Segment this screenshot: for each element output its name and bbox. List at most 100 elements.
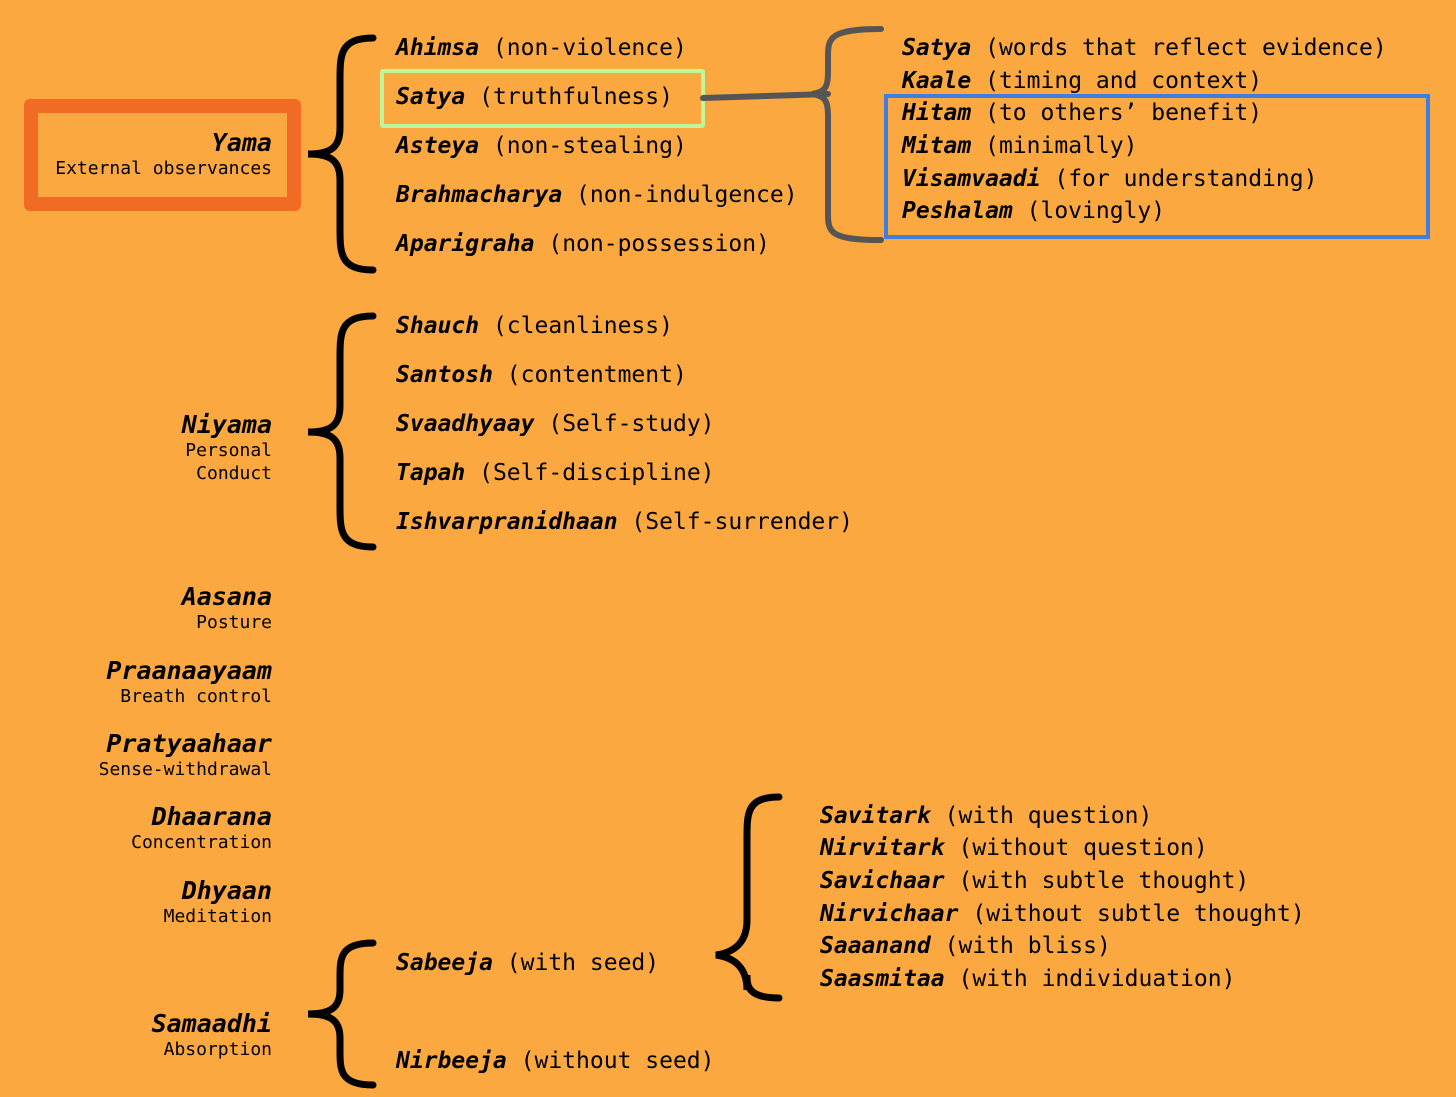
niyama-item: Ishvarpranidhaan (Self-surrender) [396, 508, 853, 537]
limb-name: Dhyaan [181, 876, 272, 905]
satya-subset-highlight-box [884, 94, 1430, 239]
limb-samaadhi: Samaadhi Absorption [152, 1009, 272, 1061]
yama-highlight-box [24, 99, 301, 211]
item-meaning: (with bliss) [944, 933, 1111, 959]
limb-name: Pratyaahaar [106, 729, 272, 758]
limb-dhyaan: Dhyaan Meditation [164, 876, 272, 928]
satya-connector [700, 91, 831, 101]
yama-item: Ahimsa (non-violence) [396, 34, 687, 63]
satya-item: Mitam (minimally) [902, 132, 1137, 161]
yama-item: Aparigraha (non-possession) [396, 230, 770, 259]
item-term: Tapah [396, 460, 466, 486]
item-term: Sabeeja [396, 950, 493, 976]
item-term: Savitark [820, 803, 931, 829]
limb-description: External observances [55, 158, 272, 179]
niyama-item: Shauch (cleanliness) [396, 312, 673, 341]
limb-description: Concentration [131, 832, 272, 853]
item-meaning: (non-stealing) [492, 133, 687, 159]
niyama-item: Santosh (contentment) [396, 361, 687, 390]
item-term: Svaadhyaay [396, 411, 535, 437]
item-term: Asteya [396, 133, 480, 159]
item-meaning: (Self-discipline) [479, 460, 715, 486]
item-term: Kaale [902, 68, 972, 94]
item-meaning: (words that reflect evidence) [985, 35, 1387, 61]
item-term: Shauch [396, 313, 480, 339]
yama-brace [307, 34, 377, 274]
sabeeja-item: Savitark (with question) [820, 802, 1152, 831]
sabeeja-item: Nirvitark (without question) [820, 834, 1208, 863]
niyama-item: Svaadhyaay (Self-study) [396, 410, 715, 439]
item-term: Aparigraha [396, 231, 535, 257]
item-term: Nirvitark [820, 835, 945, 861]
item-term: Saasmitaa [820, 966, 945, 992]
item-term: Visamvaadi [902, 166, 1041, 192]
sabeeja-brace [715, 793, 783, 1002]
item-term: Nirvichaar [820, 901, 959, 927]
satya-item: Visamvaadi (for understanding) [902, 165, 1317, 194]
item-meaning: (lovingly) [1026, 198, 1166, 224]
samaadhi-brace [307, 939, 377, 1089]
item-meaning: (contentment) [506, 362, 687, 388]
limb-description: Posture [196, 612, 272, 633]
satya-item: Hitam (to others’ benefit) [902, 99, 1262, 128]
item-term: Satya [396, 84, 466, 110]
item-meaning: (non-possession) [548, 231, 770, 257]
item-term: Satya [902, 35, 972, 61]
limb-name: Yama [211, 128, 272, 157]
item-meaning: (cleanliness) [492, 313, 673, 339]
item-meaning: (to others’ benefit) [985, 100, 1263, 126]
limb-praanaayaam: Praanaayaam Breath control [106, 656, 272, 708]
item-term: Hitam [902, 100, 972, 126]
yama-item: Brahmacharya (non-indulgence) [396, 181, 798, 210]
samaadhi-item: Nirbeeja (without seed) [396, 1047, 715, 1076]
limb-aasana: Aasana Posture [182, 582, 272, 634]
limb-yama: Yama External observances [55, 128, 272, 180]
item-meaning: (with seed) [506, 950, 660, 976]
limb-description: Sense-withdrawal [98, 759, 272, 780]
sabeeja-item: Nirvichaar (without subtle thought) [820, 900, 1305, 929]
item-meaning: (truthfulness) [479, 84, 673, 110]
limb-name: Aasana [181, 582, 272, 611]
item-meaning: (Self-surrender) [631, 509, 853, 535]
item-meaning: (non-violence) [492, 35, 687, 61]
item-term: Mitam [902, 133, 972, 159]
limb-pratyaahaar: Pratyaahaar Sense-withdrawal [99, 729, 272, 781]
item-term: Brahmacharya [396, 182, 563, 208]
item-meaning: (with individuation) [958, 966, 1236, 992]
yama-item: Asteya (non-stealing) [396, 132, 687, 161]
item-meaning: (with subtle thought) [958, 868, 1250, 894]
limb-name: Praanaayaam [106, 656, 272, 685]
item-meaning: (minimally) [985, 133, 1138, 159]
item-term: Santosh [396, 362, 493, 388]
item-term: Ahimsa [396, 35, 480, 61]
item-term: Saaanand [820, 933, 931, 959]
niyama-brace [307, 312, 377, 551]
item-meaning: (non-indulgence) [576, 182, 798, 208]
satya-item: Kaale (timing and context) [902, 67, 1262, 96]
item-meaning: (timing and context) [985, 68, 1263, 94]
item-meaning: (without question) [958, 835, 1208, 861]
item-meaning: (without subtle thought) [972, 901, 1305, 927]
item-meaning: (with question) [944, 803, 1153, 829]
item-meaning: (without seed) [520, 1048, 715, 1074]
item-meaning: (Self-study) [548, 411, 715, 437]
item-term: Savichaar [820, 868, 945, 894]
limb-description: Meditation [163, 906, 272, 927]
limb-dhaarana: Dhaarana Concentration [131, 802, 272, 854]
sabeeja-item: Saaanand (with bliss) [820, 932, 1111, 961]
niyama-item: Tapah (Self-discipline) [396, 459, 715, 488]
limb-name: Niyama [181, 410, 272, 439]
item-term: Peshalam [902, 198, 1013, 224]
satya-brace [811, 26, 884, 243]
item-meaning: (for understanding) [1054, 166, 1318, 192]
samaadhi-item: Sabeeja (with seed) [396, 949, 659, 978]
limb-niyama: Niyama Personal Conduct [182, 410, 272, 485]
limb-description: Conduct [196, 463, 272, 484]
yama-item: Satya (truthfulness) [396, 83, 673, 112]
satya-item: Satya (words that reflect evidence) [902, 34, 1387, 63]
satya-item: Peshalam (lovingly) [902, 197, 1165, 226]
item-term: Nirbeeja [396, 1048, 507, 1074]
limb-description: Breath control [120, 686, 272, 707]
sabeeja-item: Saasmitaa (with individuation) [820, 965, 1235, 994]
